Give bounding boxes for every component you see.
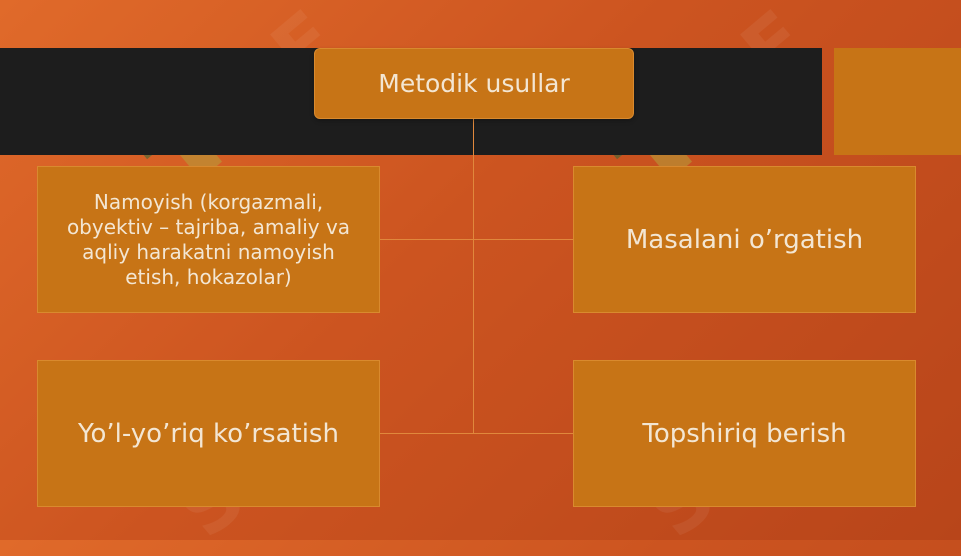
- node-label: Topshiriq berish: [642, 418, 847, 449]
- diagram-title: Metodik usullar: [378, 69, 570, 98]
- connector-trunk: [473, 119, 474, 434]
- node-label: Yo’l-yo’riq ko’rsatish: [78, 418, 339, 449]
- node-namoyish: Namoyish (korgazmali, obyektiv – tajriba…: [37, 166, 380, 313]
- diagram-title-box: Metodik usullar: [314, 48, 634, 119]
- node-topshiriq-berish: Topshiriq berish: [573, 360, 916, 507]
- node-masalani-orgatish: Masalani o’rgatish: [573, 166, 916, 313]
- node-label: Masalani o’rgatish: [625, 224, 864, 255]
- node-label: Namoyish (korgazmali, obyektiv – tajriba…: [66, 189, 351, 289]
- side-accent-box: [834, 48, 961, 155]
- connector-bottom-branch: [380, 433, 573, 434]
- connector-top-branch: [380, 239, 573, 240]
- node-yol-yoriq: Yo’l-yo’riq ko’rsatish: [37, 360, 380, 507]
